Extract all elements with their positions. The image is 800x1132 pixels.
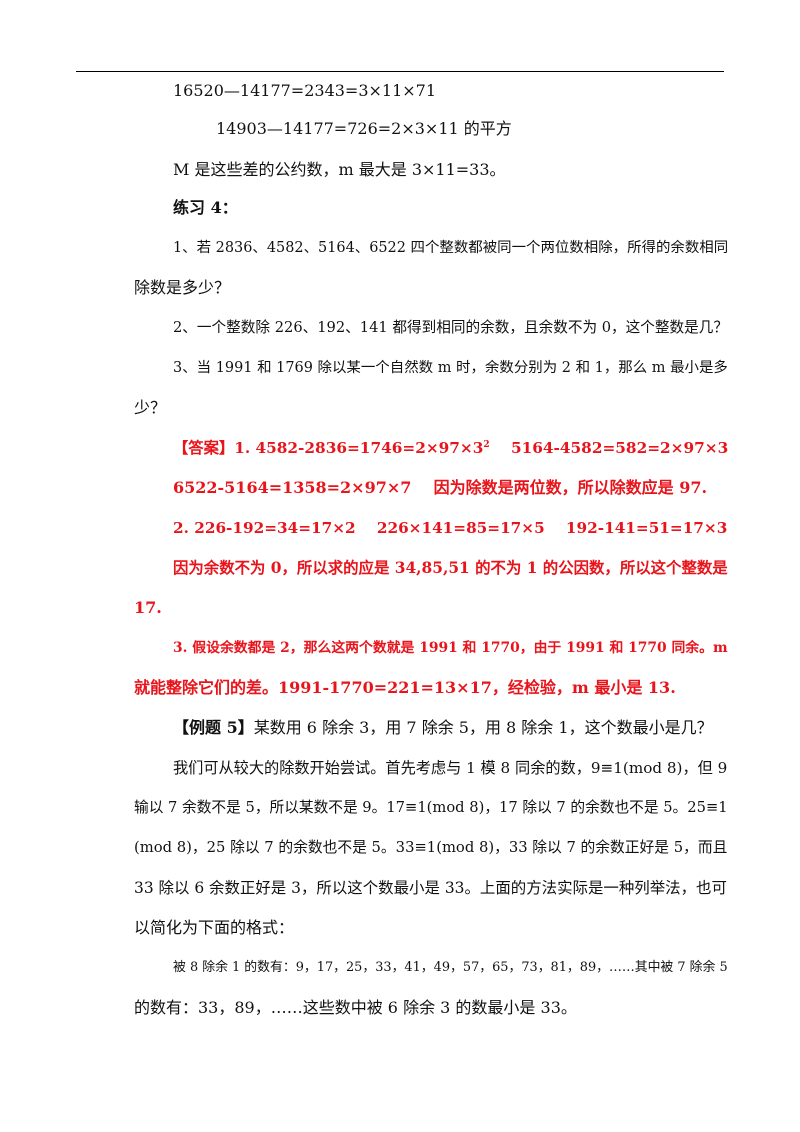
example-5-label: 【例题 5】 (173, 718, 254, 737)
answer-line-1-text: 【答案】1. 4582-2836=1746=2×97×3 (173, 439, 484, 457)
solution-line-3: (mod 8)，25 除以 7 的余数也不是 5。33≡1(mod 8)，33 … (134, 839, 728, 856)
example-5: 【例题 5】某数用 6 除余 3，用 7 除余 5，用 8 除余 1，这个数最小… (173, 717, 713, 739)
answer-line-7: 就能整除它们的差。1991-1770=221=13×17，经检验，m 最小是 1… (134, 678, 676, 697)
solution-line-4: 33 除以 6 余数正好是 3，所以这个数最小是 33。上面的方法实际是一种列举… (134, 879, 727, 897)
exercise-q1-line-1: 1、若 2836、4582、5164、6522 四个整数都被同一个两位数相除，所… (173, 240, 729, 256)
exercise-q3-line-1: 3、当 1991 和 1769 除以某一个自然数 m 时，余数分别为 2 和 1… (173, 360, 728, 376)
exercise-q1-line-2: 除数是多少？ (134, 278, 231, 297)
answer-line-4: 因为余数不为 0，所以求的应是 34,85,51 的不为 1 的公因数，所以这个… (173, 559, 728, 577)
answer-line-6: 3. 假设余数都是 2，那么这两个数就是 1991 和 1770，由于 1991… (173, 640, 728, 656)
answer-line-1: 【答案】1. 4582-2836=1746=2×97×32 5164-4582=… (173, 437, 728, 459)
conclusion-line: M 是这些差的公约数，m 最大是 3×11=33。 (173, 160, 506, 179)
exercise-q2: 2、一个整数除 226、192、141 都得到相同的余数，且余数不为 0，这个整… (173, 319, 729, 336)
exercise-q3-line-2: 少？ (134, 398, 167, 417)
header-rule (76, 71, 724, 72)
example-5-question: 某数用 6 除余 3，用 7 除余 5，用 8 除余 1，这个数最小是几？ (253, 718, 713, 737)
solution-line-6: 被 8 除余 1 的数有：9，17，25，33，41，49，57，65，73，8… (173, 960, 728, 975)
answer-exponent: 2 (483, 439, 490, 450)
answer-line-5: 17. (134, 598, 162, 617)
calc-line-2: 14903—14177=726=2×3×11 的平方 (216, 119, 512, 138)
solution-line-2: 输以 7 余数不是 5，所以某数不是 9。17≡1(mod 8)，17 除以 7… (134, 799, 728, 816)
solution-line-7: 的数有：33，89，……这些数中被 6 除余 3 的数最小是 33。 (134, 998, 577, 1017)
exercise-heading: 练习 4： (173, 198, 238, 217)
calc-line-1: 16520—14177=2343=3×11×71 (173, 81, 437, 100)
answer-line-3: 2. 226-192=34=17×2 226×141=85=17×5 192-1… (173, 519, 728, 537)
solution-line-1: 我们可从较大的除数开始尝试。首先考虑与 1 模 8 同余的数，9≡1(mod 8… (173, 759, 728, 777)
answer-line-2: 6522-5164=1358=2×97×7 因为除数是两位数，所以除数应是 97… (173, 478, 708, 497)
solution-line-5: 以简化为下面的格式： (134, 918, 295, 937)
answer-line-1-tail: 5164-4582=582=2×97×3 (489, 439, 729, 457)
